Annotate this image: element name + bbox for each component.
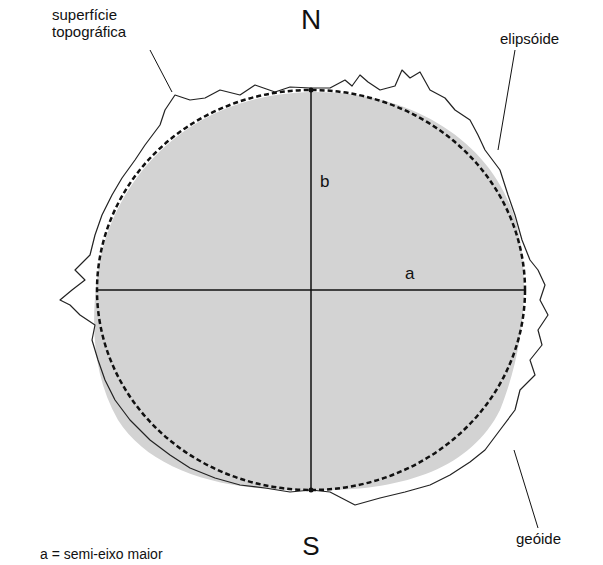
topographic-surface [60,70,548,505]
ellipsoid [97,90,525,490]
pole-label: S [302,532,319,562]
leader-line [514,450,538,528]
equatorial-axis [98,289,524,291]
axis-label: a [405,264,414,284]
geoid-label: geóide [516,530,561,547]
legend-note: a = semi-eixo maior [40,546,163,562]
axis-label: b [320,172,329,192]
pole-dot [309,88,314,93]
ellipsoid-label: elipsóide [500,30,559,47]
leader-line [150,50,172,92]
leader-line [498,50,515,150]
pole-label: N [301,4,321,36]
pole-dot [309,488,314,493]
surface-label: superfície topográfica [52,6,162,41]
